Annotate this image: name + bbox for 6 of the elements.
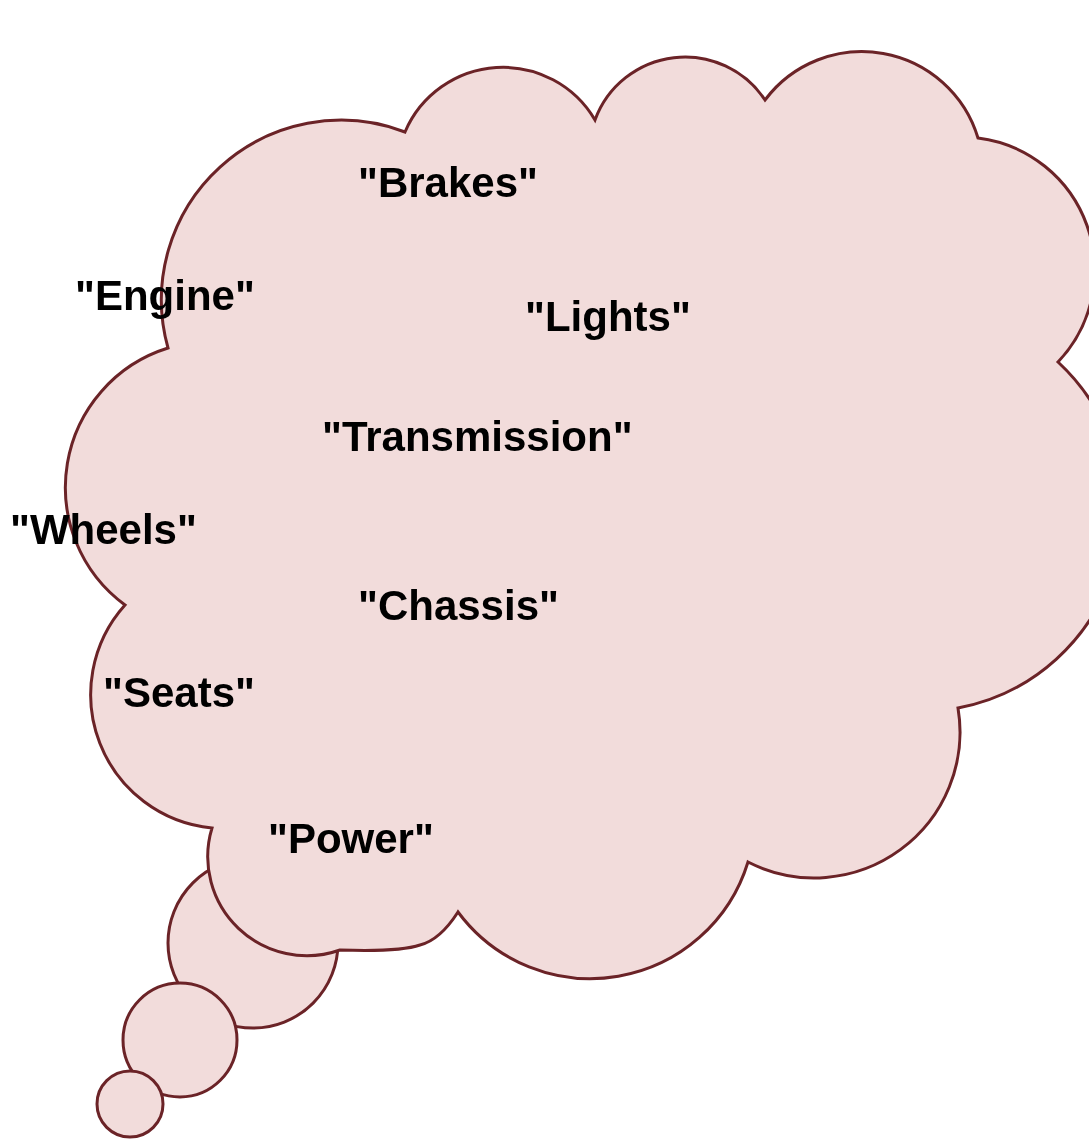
cloud-word: "Chassis" <box>358 583 559 629</box>
cloud-word: "Brakes" <box>358 160 538 206</box>
cloud-word: "Seats" <box>103 670 255 716</box>
cloud-word: "Power" <box>268 816 434 862</box>
cloud-word: "Transmission" <box>322 414 633 460</box>
cloud-word: "Lights" <box>525 294 691 340</box>
